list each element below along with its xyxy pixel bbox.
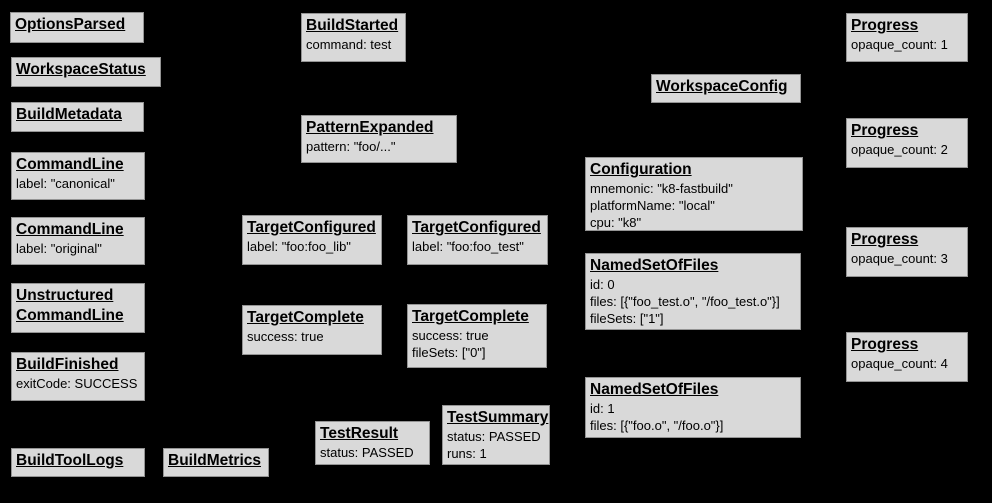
event-node-title: TestResult [320, 425, 399, 442]
event-node-title: BuildMetadata [16, 106, 122, 123]
event-node-title: Progress [851, 336, 919, 353]
event-node-title: CommandLine [16, 221, 124, 238]
node-field: label: "foo:foo_lib" [247, 239, 351, 254]
node-field: label: "foo:foo_test" [412, 239, 524, 254]
node-field: files: [{"foo.o", "/foo.o"}] [590, 418, 724, 433]
node-field: files: [{"foo_test.o", "/foo_test.o"}] [590, 294, 780, 309]
node-field: cpu: "k8" [590, 215, 642, 230]
node-test-summary: TestSummary status: PASSED runs: 1 [442, 405, 550, 465]
event-node-title: TargetConfigured [247, 219, 376, 236]
node-progress-4: Progress opaque_count: 4 [846, 332, 968, 382]
node-field: status: PASSED [447, 429, 541, 444]
event-node-title: NamedSetOfFiles [590, 257, 719, 274]
node-build-metrics: BuildMetrics [163, 448, 269, 477]
node-field: fileSets: ["1"] [590, 311, 664, 326]
node-named-set-of-files-0: NamedSetOfFiles id: 0 files: [{"foo_test.… [585, 253, 801, 330]
event-node-title: WorkspaceConfig [656, 78, 788, 95]
event-node-title: NamedSetOfFiles [590, 381, 719, 398]
event-node-title: Progress [851, 17, 919, 34]
event-node-title: BuildToolLogs [16, 452, 124, 469]
event-node-title: TestSummary [447, 409, 549, 426]
event-node-title: TargetConfigured [412, 219, 541, 236]
node-field: label: "canonical" [16, 176, 115, 191]
event-node-title: BuildMetrics [168, 452, 262, 469]
event-node-title: TargetComplete [247, 309, 364, 326]
node-field: command: test [306, 37, 392, 52]
event-node-title: BuildStarted [306, 17, 399, 34]
event-node-title: WorkspaceStatus [16, 61, 146, 78]
node-progress-1: Progress opaque_count: 1 [846, 13, 968, 62]
node-workspace-config: WorkspaceConfig [651, 74, 801, 103]
node-build-started: BuildStarted command: test [301, 13, 406, 62]
node-test-result: TestResult status: PASSED [315, 421, 430, 465]
node-target-configured-test: TargetConfigured label: "foo:foo_test" [407, 215, 548, 265]
node-field: status: PASSED [320, 445, 414, 460]
node-field: id: 0 [590, 277, 615, 292]
node-field: opaque_count: 1 [851, 37, 948, 52]
node-build-finished: BuildFinished exitCode: SUCCESS [11, 352, 145, 401]
node-target-complete-lib: TargetComplete success: true [242, 305, 382, 355]
node-named-set-of-files-1: NamedSetOfFiles id: 1 files: [{"foo.o", "… [585, 377, 801, 438]
node-field: mnemonic: "k8-fastbuild" [590, 181, 733, 196]
node-field: opaque_count: 2 [851, 142, 948, 157]
event-node-title: CommandLine [16, 156, 124, 173]
node-build-tool-logs: BuildToolLogs [11, 448, 145, 477]
event-node-title: Progress [851, 122, 919, 139]
node-field: opaque_count: 4 [851, 356, 948, 371]
event-node-title: Progress [851, 231, 919, 248]
node-workspace-status: WorkspaceStatus [11, 57, 161, 87]
event-node-title: Configuration [590, 161, 692, 178]
event-node-title: PatternExpanded [306, 119, 434, 136]
node-unstructured-command-line: Unstructured CommandLine [11, 283, 145, 333]
node-target-configured-lib: TargetConfigured label: "foo:foo_lib" [242, 215, 382, 265]
node-configuration: Configuration mnemonic: "k8-fastbuild" pl… [585, 157, 803, 231]
node-field: runs: 1 [447, 446, 487, 461]
node-progress-2: Progress opaque_count: 2 [846, 118, 968, 168]
event-node-title: OptionsParsed [15, 16, 126, 33]
node-field: id: 1 [590, 401, 615, 416]
node-field: success: true [247, 329, 324, 344]
node-command-line-original: CommandLine label: "original" [11, 217, 145, 265]
node-field: pattern: "foo/..." [306, 139, 396, 154]
node-field: label: "original" [16, 241, 102, 256]
event-node-title: TargetComplete [412, 308, 529, 325]
event-node-title: BuildFinished [16, 356, 119, 373]
node-options-parsed: OptionsParsed [10, 12, 144, 43]
node-command-line-canonical: CommandLine label: "canonical" [11, 152, 145, 200]
node-field: success: true [412, 328, 489, 343]
node-field: opaque_count: 3 [851, 251, 948, 266]
node-pattern-expanded: PatternExpanded pattern: "foo/..." [301, 115, 457, 163]
node-field: fileSets: ["0"] [412, 345, 486, 360]
node-field: exitCode: SUCCESS [16, 376, 138, 391]
node-build-metadata: BuildMetadata [11, 102, 144, 132]
node-progress-3: Progress opaque_count: 3 [846, 227, 968, 277]
node-target-complete-test: TargetComplete success: true fileSets: ["… [407, 304, 547, 368]
node-field: platformName: "local" [590, 198, 715, 213]
event-node-title: Unstructured CommandLine [16, 287, 124, 324]
